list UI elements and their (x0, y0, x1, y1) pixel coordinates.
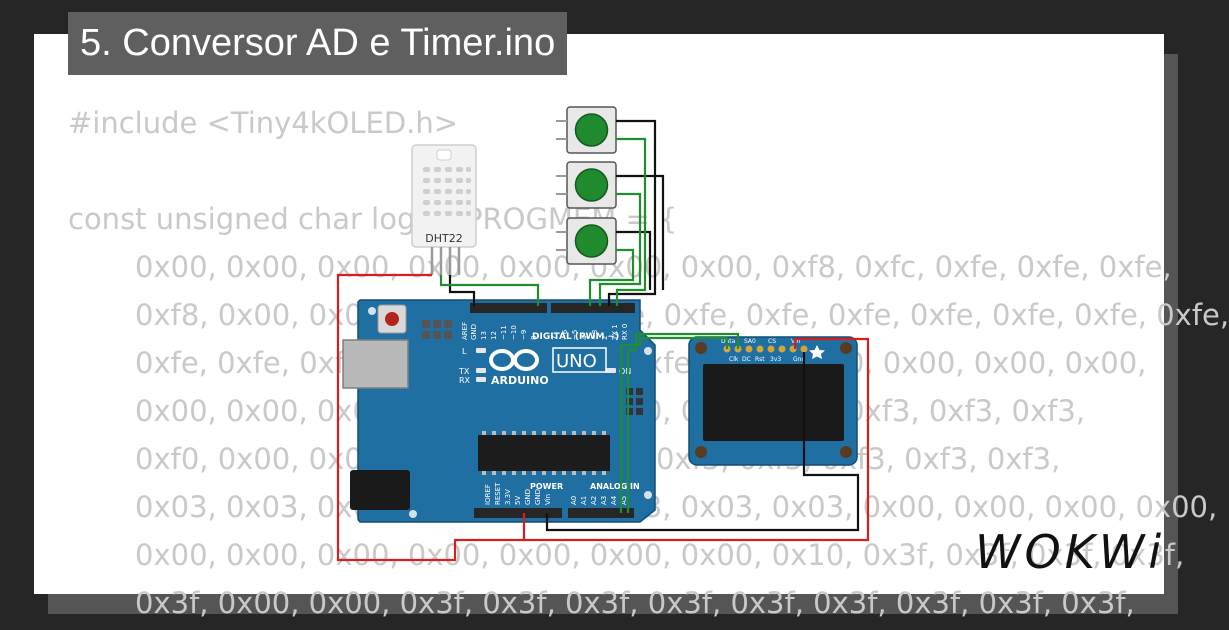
arduino-uno-board[interactable]: AREF GND 13 12 ~11 ~10 ~9 8 7 ~6 ~5 4 ~3… (342, 299, 656, 523)
dht22-sensor[interactable]: DHT22 (411, 144, 477, 275)
led-rx-label: RX (459, 376, 471, 385)
pin-label: 12 (490, 331, 498, 340)
pin-label: IOREF (484, 484, 492, 505)
pin-label: RX 0 (621, 324, 629, 340)
pin-label: GND (470, 324, 478, 340)
pin-label: ~11 (500, 325, 508, 340)
oled-pin-label: DC (742, 356, 751, 363)
pin-label: ~9 (520, 330, 528, 340)
analog-header-label: ANALOG IN (590, 482, 640, 491)
pin-label: 2 (601, 336, 609, 340)
board-brand-label: ARDUINO (491, 374, 549, 387)
code-line: 0x00, 0x00, 0x00, 0x00, 0x00, 0x00, 0x00… (135, 538, 1185, 572)
oled-pin-label: Clk (729, 356, 739, 363)
oled-pin-label: 3v3 (770, 356, 781, 363)
code-line: #include <Tiny4kOLED.h> (68, 106, 459, 140)
oled-pin-label: Data (721, 338, 736, 345)
star-icon (809, 345, 825, 359)
led-l-label: L (462, 347, 467, 356)
pin-label: A1 (580, 496, 588, 505)
pin-label: 13 (480, 331, 488, 340)
circuit-diagram: DHT22 AREF GND (336, 106, 870, 562)
led-tx-label: TX (458, 367, 470, 376)
pin-label: A0 (570, 496, 578, 505)
pin-label: ~5 (571, 330, 579, 340)
oled-pin-label: Rst (755, 356, 765, 363)
oled-display[interactable]: Data SA0 CS Vin Clk DC Rst 3v3 Gnd (688, 336, 858, 466)
board-model-label: UNO (556, 351, 597, 372)
pin-label: 3.3V (504, 489, 512, 505)
pin-label: Vin (544, 494, 552, 505)
pin-label: 7 (551, 336, 559, 340)
wires-power (336, 273, 870, 562)
pin-label: TX 1 (611, 324, 619, 341)
pin-label: GND (524, 489, 532, 505)
wires-ground (448, 119, 860, 532)
on-label: ON (619, 367, 631, 376)
pin-label: A3 (600, 496, 608, 505)
digital-header-label: DIGITAL (PWM ~) (532, 332, 619, 342)
pin-label: GND (534, 489, 542, 505)
push-button-1[interactable] (556, 106, 627, 154)
oled-screen (703, 364, 844, 441)
push-button-3[interactable] (556, 217, 627, 265)
pin-label: 4 (581, 335, 589, 340)
power-header-label: POWER (530, 482, 563, 491)
page-title: 5. Conversor AD e Timer.ino (68, 12, 568, 75)
atmega-chip (478, 435, 610, 471)
oled-pin-label: SA0 (744, 338, 756, 345)
code-line: 0x3f, 0x00, 0x00, 0x3f, 0x3f, 0x3f, 0x3f… (135, 586, 1135, 620)
pin-label: ~10 (510, 325, 518, 340)
arduino-logo-icon (489, 349, 539, 371)
wires-signal (439, 137, 740, 513)
dht22-label: DHT22 (425, 232, 462, 245)
pin-label: ~3 (591, 330, 599, 340)
reset-button[interactable] (385, 312, 399, 326)
pin-label: RESET (494, 482, 502, 505)
pin-label: 8 (530, 336, 538, 340)
pin-label: A4 (610, 495, 618, 505)
oled-pin-label: CS (768, 338, 776, 345)
pin-label: ~6 (561, 329, 569, 340)
oled-pin-label: Gnd (793, 356, 805, 363)
pin-label: A5 (620, 496, 628, 505)
power-jack (350, 470, 410, 510)
push-button-2[interactable] (556, 161, 627, 209)
pin-label: A2 (590, 496, 598, 505)
usb-port (342, 339, 409, 389)
pin-label: 5V (514, 496, 522, 505)
wokwi-logo: WOKWi (975, 525, 1166, 579)
pin-label: AREF (461, 322, 469, 340)
